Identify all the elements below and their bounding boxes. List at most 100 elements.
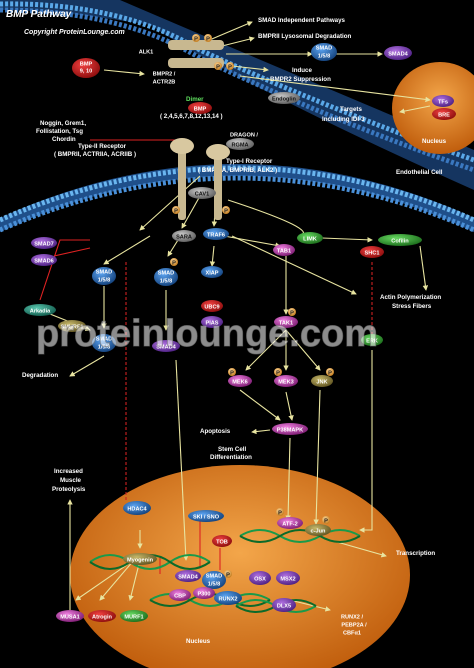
label-dimer: Dimer xyxy=(186,96,204,103)
node-cjun[interactable]: c-Jun xyxy=(305,524,331,536)
svg-text:1/5/8: 1/5/8 xyxy=(318,53,330,59)
svg-text:BMP: BMP xyxy=(194,106,207,112)
node-limk[interactable]: LIMK xyxy=(297,232,323,244)
phospho-p-icon: P xyxy=(170,258,178,266)
node-murf1[interactable]: MURF1 xyxy=(120,610,148,622)
label-degradation: Degradation xyxy=(22,372,58,379)
svg-text:ACTR2B: ACTR2B xyxy=(153,79,176,85)
node-smad4-mid[interactable]: SMAD4 xyxy=(152,340,180,352)
svg-text:ALK1: ALK1 xyxy=(139,49,154,55)
svg-text:DRAGON /: DRAGON / xyxy=(230,132,258,138)
svg-text:SARA: SARA xyxy=(176,234,192,240)
svg-text:P: P xyxy=(216,64,220,70)
node-smad158-center[interactable]: SMAD 1/5/8 xyxy=(154,268,178,286)
node-bmpr2[interactable]: BMPR2 / ACTR2B xyxy=(153,71,176,85)
node-xiap[interactable]: XIAP xyxy=(201,266,223,278)
node-msx2[interactable]: MSX2 xyxy=(276,571,300,585)
node-dlx5[interactable]: DLX5 xyxy=(272,598,296,612)
svg-text:P: P xyxy=(228,64,232,70)
phospho-markers: P P P P P P P P P P P P P P xyxy=(170,34,334,578)
node-smurf1[interactable]: SMURF1 xyxy=(58,320,86,332)
node-mek6[interactable]: MEK6 xyxy=(228,375,252,387)
svg-text:TAK1: TAK1 xyxy=(279,320,293,326)
svg-text:MSX2: MSX2 xyxy=(280,576,295,582)
top-nucleus xyxy=(392,62,474,154)
node-endoglin[interactable]: Endoglin xyxy=(268,92,300,104)
node-atrogin[interactable]: Atrogin xyxy=(88,610,116,622)
svg-text:MUSA1: MUSA1 xyxy=(60,614,80,620)
node-traf6[interactable]: TRAF6 xyxy=(203,228,229,240)
svg-text:SMAD7: SMAD7 xyxy=(34,241,54,247)
label-endothelial: Endothelial Cell xyxy=(396,169,443,176)
node-smad158-left[interactable]: SMAD 1/5/8 xyxy=(92,267,116,285)
node-runx2-output[interactable]: RUNX2 / PEBP2A / CBFα1 xyxy=(341,614,367,636)
node-tfs[interactable]: TFs xyxy=(432,95,454,107)
node-p38[interactable]: P38MAPK xyxy=(272,423,308,435)
node-atf2[interactable]: ATF-2 xyxy=(277,517,303,529)
svg-text:P: P xyxy=(230,370,234,376)
node-smad4-nuc[interactable]: SMAD4 xyxy=(175,570,201,582)
node-shc1[interactable]: SHC1 xyxy=(360,246,384,258)
node-pias[interactable]: PIAS xyxy=(201,316,223,328)
node-hdac4[interactable]: HDAC4 xyxy=(123,501,151,515)
svg-text:CBFα1: CBFα1 xyxy=(343,630,361,636)
svg-text:P: P xyxy=(276,370,280,376)
node-myogenin[interactable]: Myogenin xyxy=(123,553,157,565)
node-sara[interactable]: SARA xyxy=(172,230,196,242)
node-bmp-center[interactable]: BMP xyxy=(188,102,212,114)
node-arkadia[interactable]: Arkadia xyxy=(24,304,56,316)
label-bmprii-lyso: BMPRII Lysosomal Degradation xyxy=(258,33,352,40)
svg-text:MURF1: MURF1 xyxy=(124,614,143,620)
svg-text:SMURF1: SMURF1 xyxy=(61,324,84,330)
node-cbp[interactable]: CBP xyxy=(169,589,191,601)
svg-text:P: P xyxy=(172,260,176,266)
node-smad158-nuc[interactable]: SMAD 1/5/8 xyxy=(202,571,226,589)
svg-text:P: P xyxy=(194,36,198,42)
label-type1-1: Type-I Receptor xyxy=(226,158,273,165)
node-runx2[interactable]: RUNX2 xyxy=(214,591,242,605)
node-musa1[interactable]: MUSA1 xyxy=(56,610,84,622)
node-skisno[interactable]: SKI / SNO xyxy=(188,510,224,522)
node-erk[interactable]: ERK xyxy=(361,334,383,346)
svg-text:RGMA: RGMA xyxy=(231,142,248,148)
node-tab1[interactable]: TAB1 xyxy=(273,244,295,256)
svg-text:RUNX2: RUNX2 xyxy=(219,596,238,602)
svg-text:TFs: TFs xyxy=(438,99,448,105)
node-bmp-910[interactable]: BMP 9, 10 xyxy=(72,58,100,78)
node-dragon[interactable]: DRAGON / RGMA xyxy=(226,132,258,150)
svg-text:SMAD4: SMAD4 xyxy=(388,51,408,57)
svg-text:Endoglin: Endoglin xyxy=(272,96,297,102)
node-ubc9[interactable]: UBC9 xyxy=(201,300,223,312)
node-osx[interactable]: OSX xyxy=(249,571,271,585)
node-smad158-top[interactable]: SMAD 1/5/8 xyxy=(311,43,337,61)
label-antagonist-3: Chordin xyxy=(52,136,76,143)
node-smad158-degr[interactable]: SMAD 1/5/8 xyxy=(92,334,116,352)
phospho-p-icon: P xyxy=(326,368,334,376)
node-tob[interactable]: TOB xyxy=(212,535,232,547)
node-tak1[interactable]: TAK1 xyxy=(274,316,298,328)
node-cofilin[interactable]: Cofilin xyxy=(378,234,422,246)
node-smad4-top[interactable]: SMAD4 xyxy=(384,46,412,60)
svg-text:c-Jun: c-Jun xyxy=(311,528,327,534)
label-induce: Induce xyxy=(292,67,312,74)
node-jnk[interactable]: JNK xyxy=(311,375,333,387)
svg-text:P300: P300 xyxy=(197,591,210,597)
svg-text:Myogenin: Myogenin xyxy=(127,557,154,563)
label-stemcell-2: Differentiation xyxy=(210,454,252,461)
node-alk1[interactable]: ALK1 xyxy=(134,38,162,55)
label-type1-2: ( BMPRIA, BMPRIB, ALK2 ) xyxy=(198,167,277,174)
node-p300[interactable]: P300 xyxy=(193,587,215,599)
node-bre[interactable]: BRE xyxy=(432,108,456,120)
node-cav1[interactable]: CAV1 xyxy=(188,187,216,199)
svg-text:P: P xyxy=(226,572,230,578)
svg-text:SMAD: SMAD xyxy=(316,45,332,51)
node-smad7[interactable]: SMAD7 xyxy=(31,237,57,249)
svg-text:JNK: JNK xyxy=(316,379,327,385)
svg-text:P: P xyxy=(224,208,228,214)
svg-text:UBC9: UBC9 xyxy=(204,304,219,310)
svg-text:SMAD4: SMAD4 xyxy=(178,574,198,580)
phospho-p-icon: P xyxy=(172,206,180,214)
phospho-p-icon: P xyxy=(222,206,230,214)
node-smad6[interactable]: SMAD6 xyxy=(31,254,57,266)
node-mek3[interactable]: MEK3 xyxy=(274,375,298,387)
